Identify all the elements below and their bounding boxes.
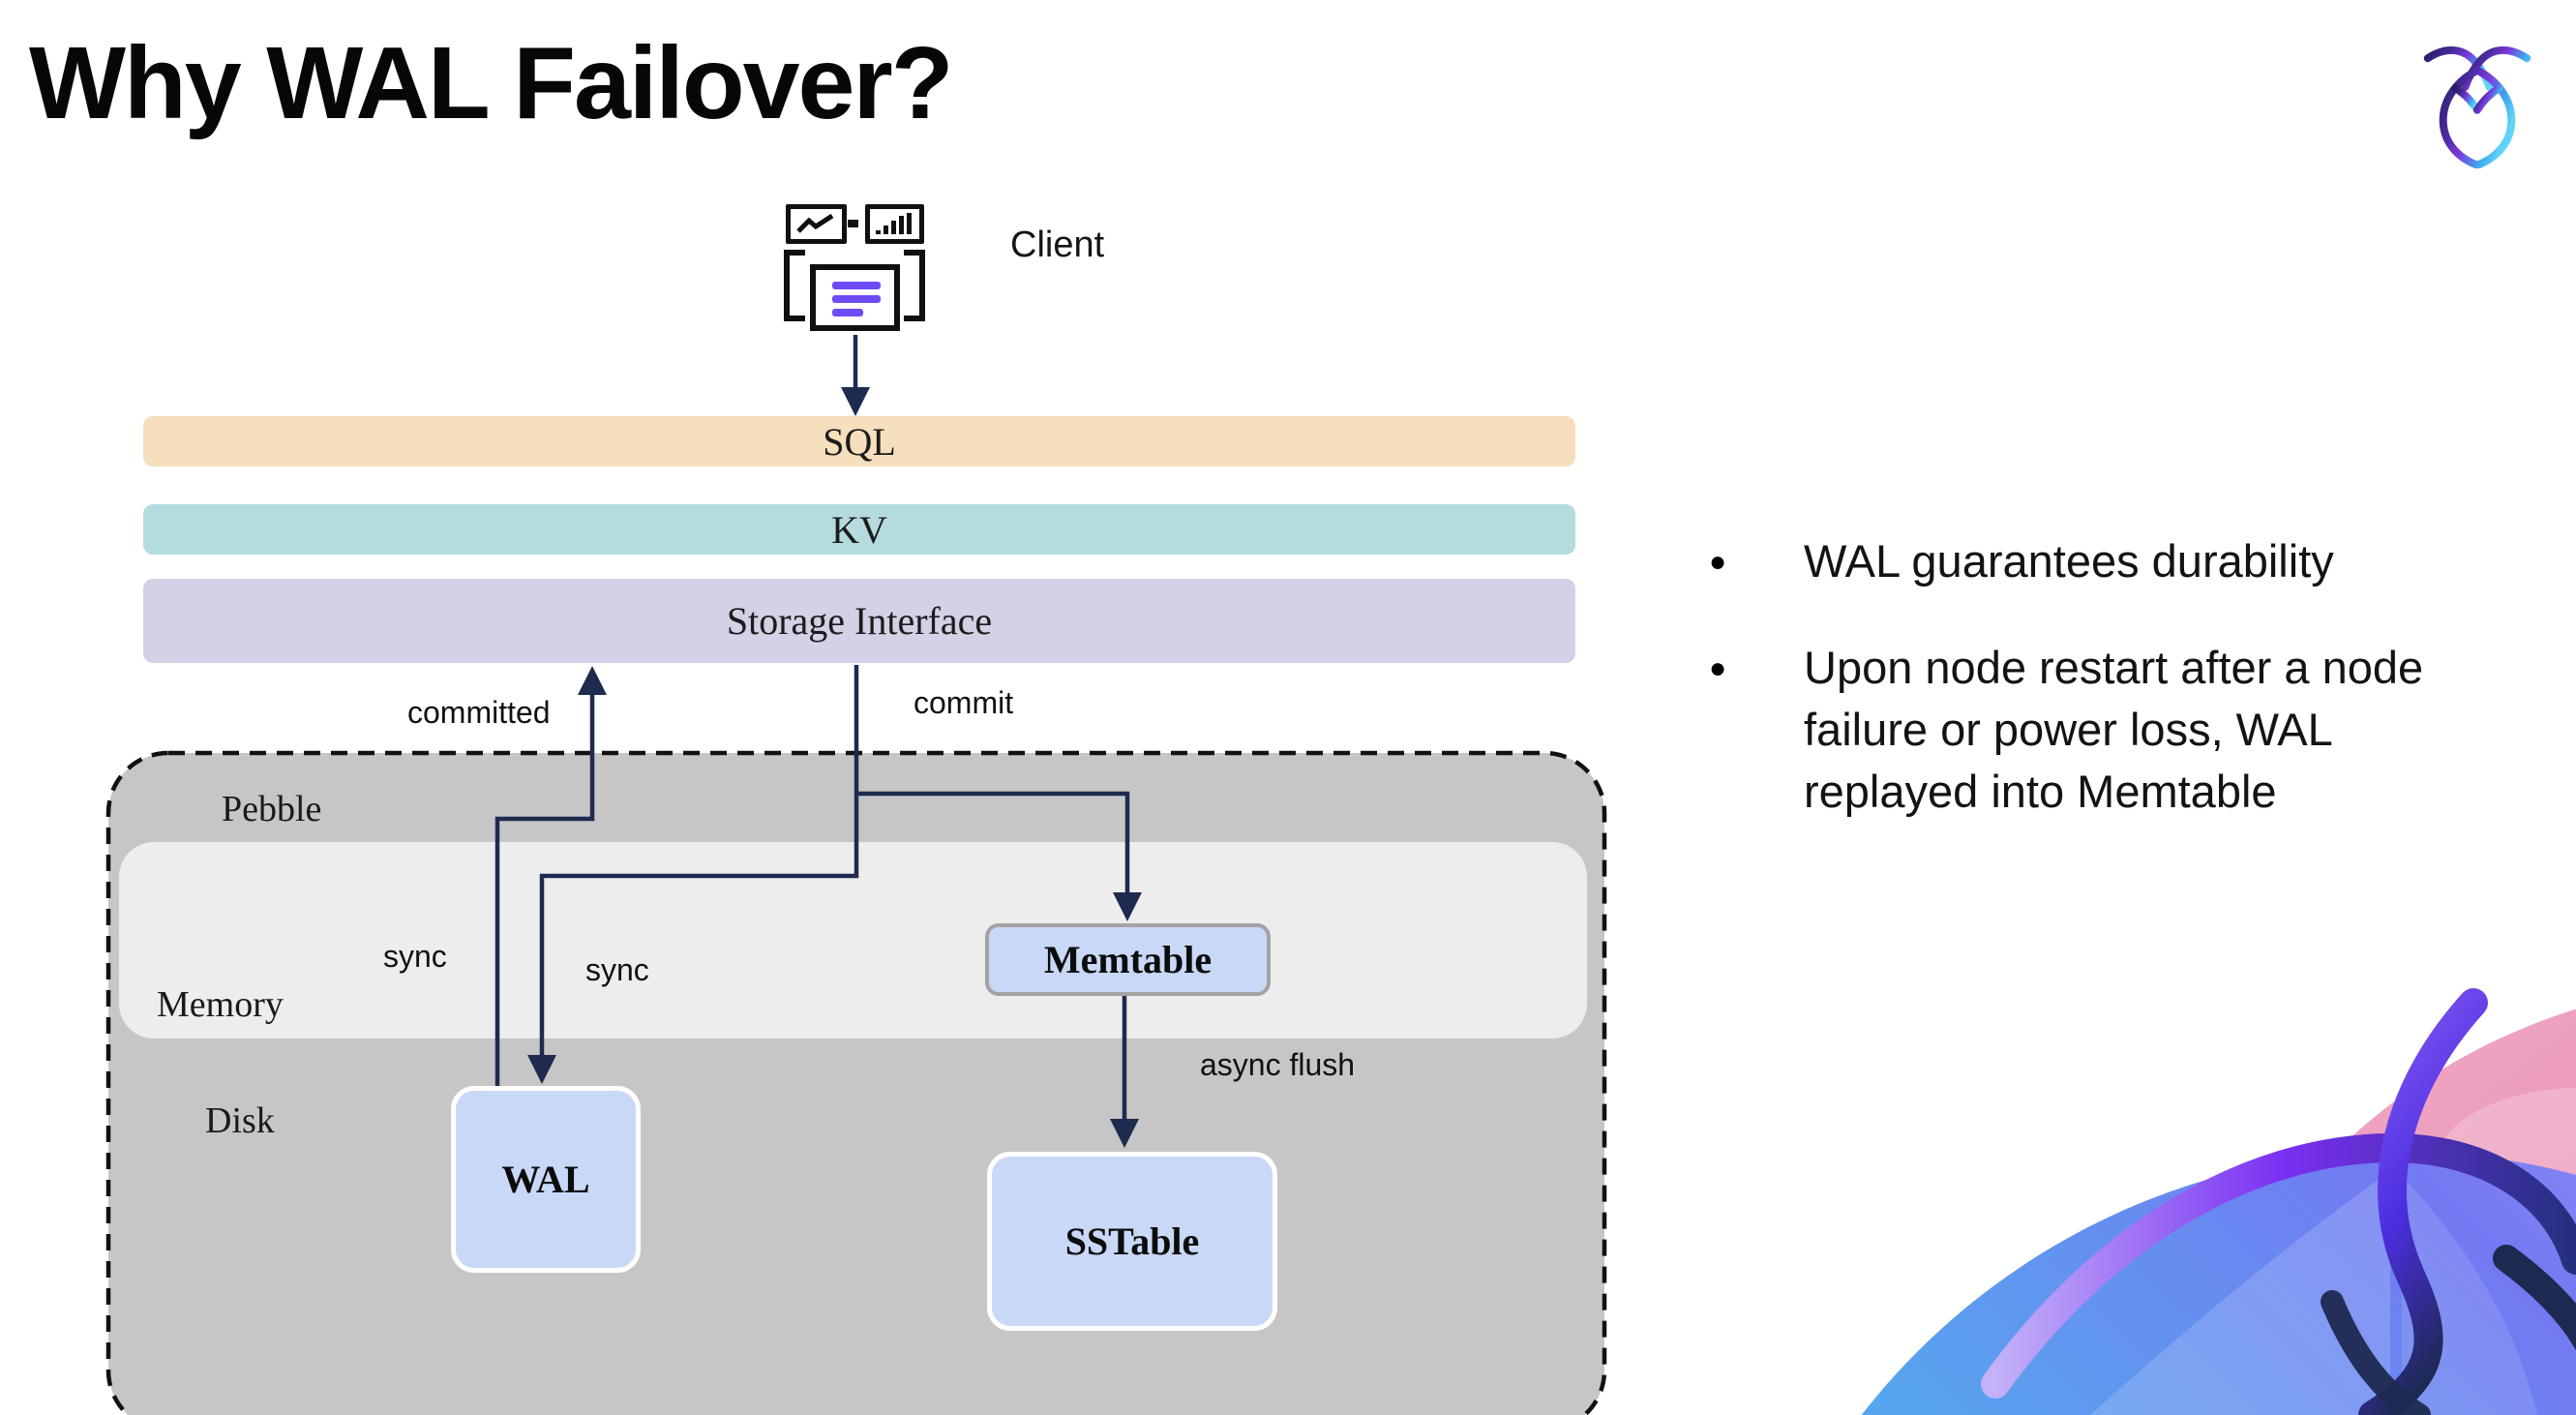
client-icon <box>780 198 935 339</box>
sync-down-edge-label: sync <box>585 952 649 987</box>
cockroachdb-logo-icon <box>2423 45 2531 168</box>
wal-box: WAL <box>451 1086 641 1273</box>
line-chart-monitor-icon <box>786 204 847 244</box>
document-icon <box>810 264 900 331</box>
kv-layer-label: KV <box>831 507 887 552</box>
right-bracket-icon <box>904 250 925 321</box>
storage-interface-layer-bar: Storage Interface <box>143 579 1575 663</box>
bullet-text: Upon node restart after a node failure o… <box>1804 642 2424 817</box>
list-item: ● Upon node restart after a node failure… <box>1709 637 2541 823</box>
bar-chart-monitor-icon <box>865 204 924 244</box>
memtable-box: Memtable <box>985 923 1271 996</box>
bullet-list: ● WAL guarantees durability ● Upon node … <box>1709 530 2541 865</box>
icon-connector-dash <box>848 220 858 227</box>
sql-layer-bar: SQL <box>143 416 1575 467</box>
memtable-box-label: Memtable <box>1043 938 1213 981</box>
slide-title: Why WAL Failover? <box>29 26 953 140</box>
left-bracket-icon <box>784 250 805 321</box>
bullet-dot-icon: ● <box>1709 652 1727 684</box>
sstable-box: SSTable <box>987 1152 1277 1331</box>
commit-edge-label: commit <box>914 685 1014 720</box>
memory-label: Memory <box>157 984 284 1025</box>
committed-edge-label: committed <box>407 695 551 730</box>
list-item: ● WAL guarantees durability <box>1709 530 2541 594</box>
sync-up-edge-label: sync <box>383 939 447 974</box>
async-flush-edge-label: async flush <box>1200 1047 1356 1082</box>
bullet-text: WAL guarantees durability <box>1804 535 2334 587</box>
client-label: Client <box>1010 225 1105 265</box>
bullet-dot-icon: ● <box>1709 546 1727 578</box>
kv-layer-bar: KV <box>143 504 1575 555</box>
sstable-box-label: SSTable <box>1064 1219 1200 1263</box>
disk-label: Disk <box>205 1100 275 1141</box>
wal-box-label: WAL <box>501 1158 590 1201</box>
sql-layer-label: SQL <box>823 419 896 464</box>
pebble-label: Pebble <box>222 789 322 829</box>
storage-interface-label: Storage Interface <box>726 599 993 643</box>
